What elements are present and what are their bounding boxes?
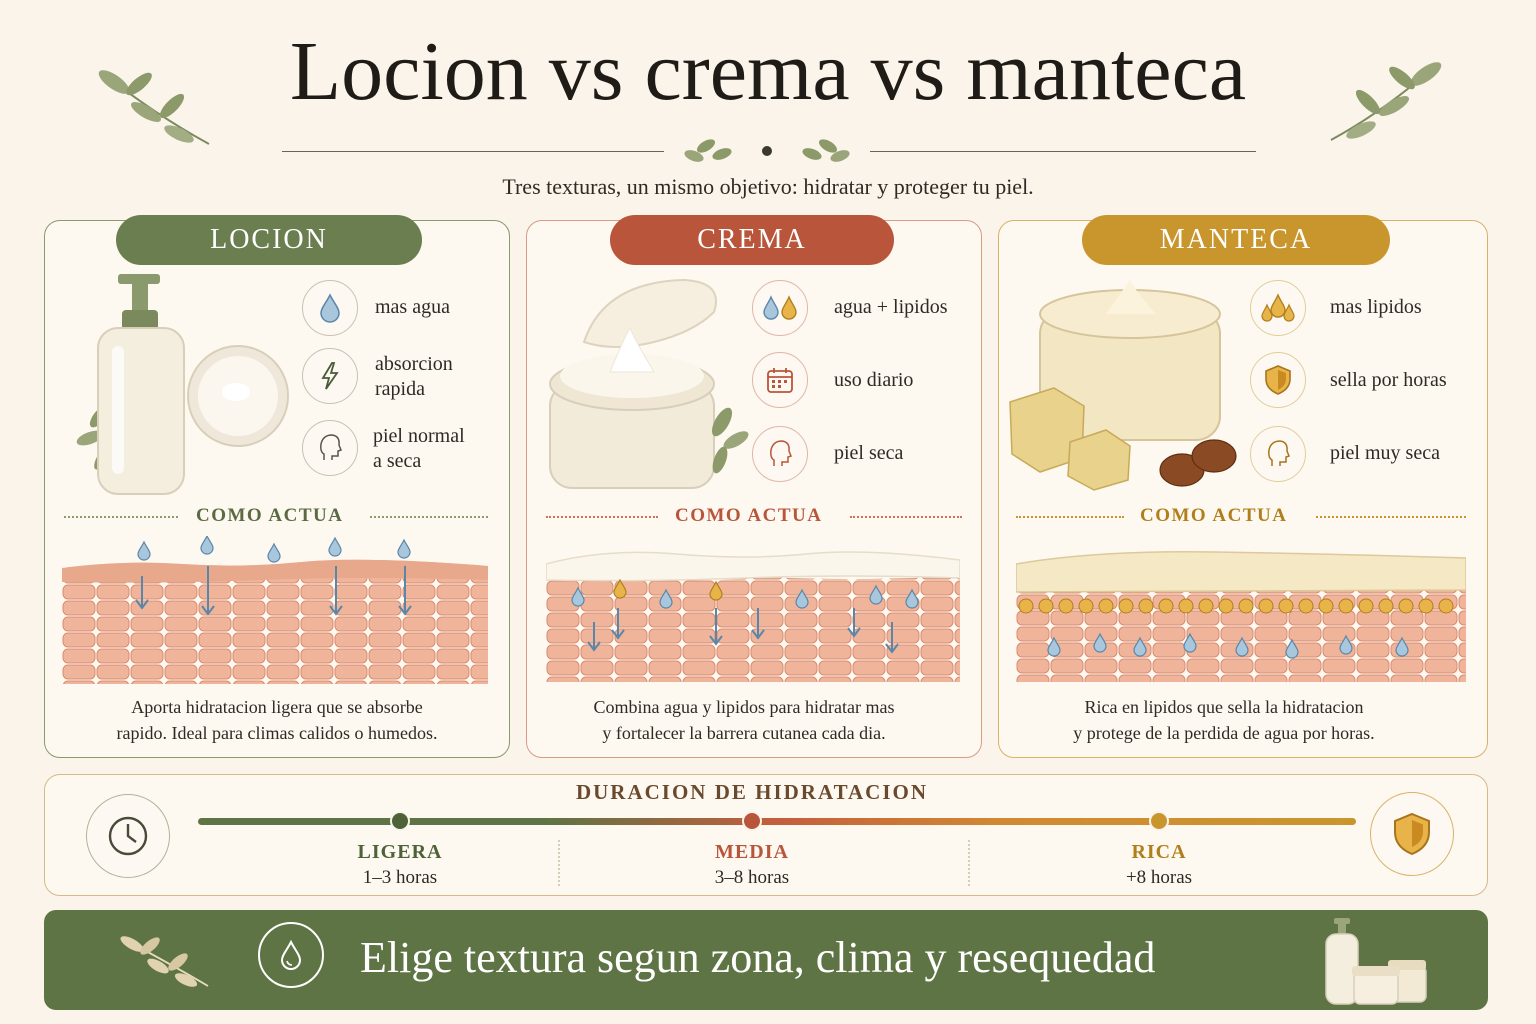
feature-text-agua-lipidos: agua + lipidos — [834, 296, 948, 318]
face-icon-manteca — [1250, 426, 1306, 482]
como-actua-heading-2: COMO ACTUA — [675, 505, 823, 526]
duration-separator-2 — [968, 840, 970, 886]
card-crema-label: CREMA — [610, 215, 894, 265]
clock-icon — [86, 794, 170, 878]
duration-level-media: MEDIA — [715, 841, 789, 863]
duration-title: DURACION DE HIDRATACION — [575, 780, 929, 804]
duration-level-rica: RICA — [1131, 841, 1187, 863]
como-actua-dots-left-3 — [1016, 516, 1124, 518]
title-divider-right — [870, 151, 1256, 152]
como-actua-dots-right-1 — [370, 516, 488, 518]
card-manteca-label: MANTECA — [1082, 215, 1390, 265]
duration-timeline — [198, 811, 1356, 831]
lotion-bottle-illustration — [76, 274, 289, 495]
feature-text-mas-agua: mas agua — [375, 296, 450, 318]
como-actua-dots-left-1 — [64, 516, 178, 518]
como-actua-dots-right-3 — [1316, 516, 1466, 518]
duration-hours-rica: +8 horas — [1125, 867, 1193, 888]
duration-separator-1 — [558, 840, 560, 886]
lightning-icon — [302, 348, 358, 404]
card-crema-description: Combina agua y lipidos para hidratar mas… — [593, 697, 895, 743]
duration-panel — [44, 774, 1488, 896]
leaf-decoration-banner — [120, 936, 209, 987]
duration-hours-media: 3–8 horas — [714, 867, 790, 888]
products-illustration-banner — [1325, 918, 1427, 1005]
skin-diagram-locion — [62, 536, 488, 684]
card-locion-description: Aporta hidratacion ligera que se absorbe… — [116, 697, 438, 743]
como-actua-dots-right-2 — [850, 516, 962, 518]
feature-text-piel-normal: piel normal a seca — [373, 425, 465, 472]
como-actua-heading-1: COMO ACTUA — [196, 505, 344, 526]
butter-jar-illustration — [1009, 280, 1237, 491]
oil-drops-icon — [1250, 280, 1306, 336]
duration-level-ligera: LIGERA — [357, 841, 443, 863]
card-locion-label: LOCION — [116, 215, 422, 265]
feature-text-piel-muy-seca: piel muy seca — [1330, 442, 1440, 464]
skin-diagram-crema — [546, 551, 960, 682]
shield-icon-duration — [1370, 792, 1454, 876]
feature-text-sella-por-horas: sella por horas — [1330, 369, 1447, 391]
feature-text-piel-seca: piel seca — [834, 442, 904, 464]
title-divider-left — [282, 151, 664, 152]
leaf-decoration-right — [1330, 62, 1442, 141]
page-title: Locion vs crema vs manteca — [289, 25, 1247, 118]
face-icon — [302, 420, 358, 476]
divider-ornament — [684, 139, 850, 162]
shield-icon — [1250, 352, 1306, 408]
page-subtitle: Tres texturas, un mismo objetivo: hidrat… — [502, 174, 1034, 199]
water-drop-icon — [302, 280, 358, 336]
calendar-icon — [752, 352, 808, 408]
feature-text-uso-diario: uso diario — [834, 369, 914, 391]
banner-text: Elige textura segun zona, clima y resequ… — [360, 933, 1156, 982]
skin-diagram-manteca — [1016, 551, 1466, 682]
card-manteca-description: Rica en lipidos que sella la hidratacion… — [1073, 697, 1375, 743]
leaf-decoration-left — [98, 70, 210, 145]
como-actua-dots-left-2 — [546, 516, 658, 518]
feature-text-mas-lipidos: mas lipidos — [1330, 296, 1422, 318]
face-icon-crema — [752, 426, 808, 482]
feature-text-absorcion: absorcion rapida — [375, 353, 453, 400]
water-oil-drops-icon — [752, 280, 808, 336]
drop-icon-banner — [258, 922, 324, 988]
duration-hours-ligera: 1–3 horas — [362, 867, 438, 888]
cream-jar-illustration — [549, 278, 749, 489]
como-actua-heading-3: COMO ACTUA — [1140, 505, 1288, 526]
